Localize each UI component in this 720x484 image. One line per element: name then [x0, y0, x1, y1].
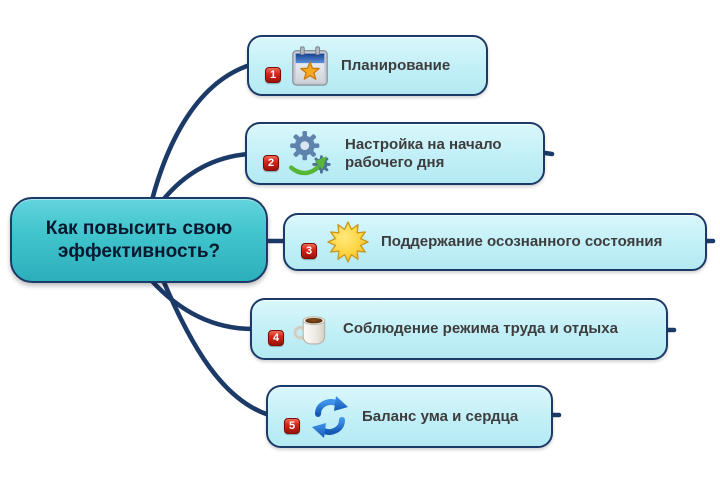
- priority-2-badge: 2: [263, 154, 279, 171]
- connector-branch-5: [160, 277, 272, 418]
- branch-planning: 1 Планирование: [247, 35, 488, 96]
- connector-branch-1: [149, 62, 253, 203]
- sun-icon: [325, 220, 371, 264]
- calendar-star-icon: [289, 44, 331, 88]
- priority-5-badge: 5: [284, 417, 300, 434]
- refresh-arrows-icon: [308, 395, 352, 439]
- gears-icon: [287, 130, 335, 177]
- branch-label: Планирование: [341, 56, 451, 74]
- coffee-cup-icon: [292, 307, 333, 351]
- priority-3-badge: 3: [301, 243, 317, 259]
- stub-branch-2: [542, 150, 555, 157]
- branch-label: Поддержание осознанного состояния: [381, 233, 663, 250]
- central-topic-title: Как повысить свою эффективность?: [45, 217, 233, 262]
- priority-1-badge: 1: [265, 66, 281, 83]
- branch-label: Настройка на начало рабочего дня: [345, 135, 502, 171]
- branch-awareness: 3 Поддержание осознанного состояния: [283, 213, 707, 271]
- central-topic-node: Как повысить свою эффективность?: [10, 197, 268, 283]
- branch-work-rest: 4 Соблюдение режима труда и отдыха: [250, 298, 668, 360]
- connector-branch-4: [148, 277, 256, 332]
- branch-balance: 5 Баланс ума и сердца: [266, 385, 553, 448]
- branch-label: Баланс ума и сердца: [362, 407, 519, 425]
- branch-label: Соблюдение режима труда и отдыха: [343, 320, 618, 337]
- connector-branch-2: [160, 151, 251, 203]
- branch-morning-setup: 2: [245, 122, 545, 185]
- priority-4-badge: 4: [268, 330, 284, 346]
